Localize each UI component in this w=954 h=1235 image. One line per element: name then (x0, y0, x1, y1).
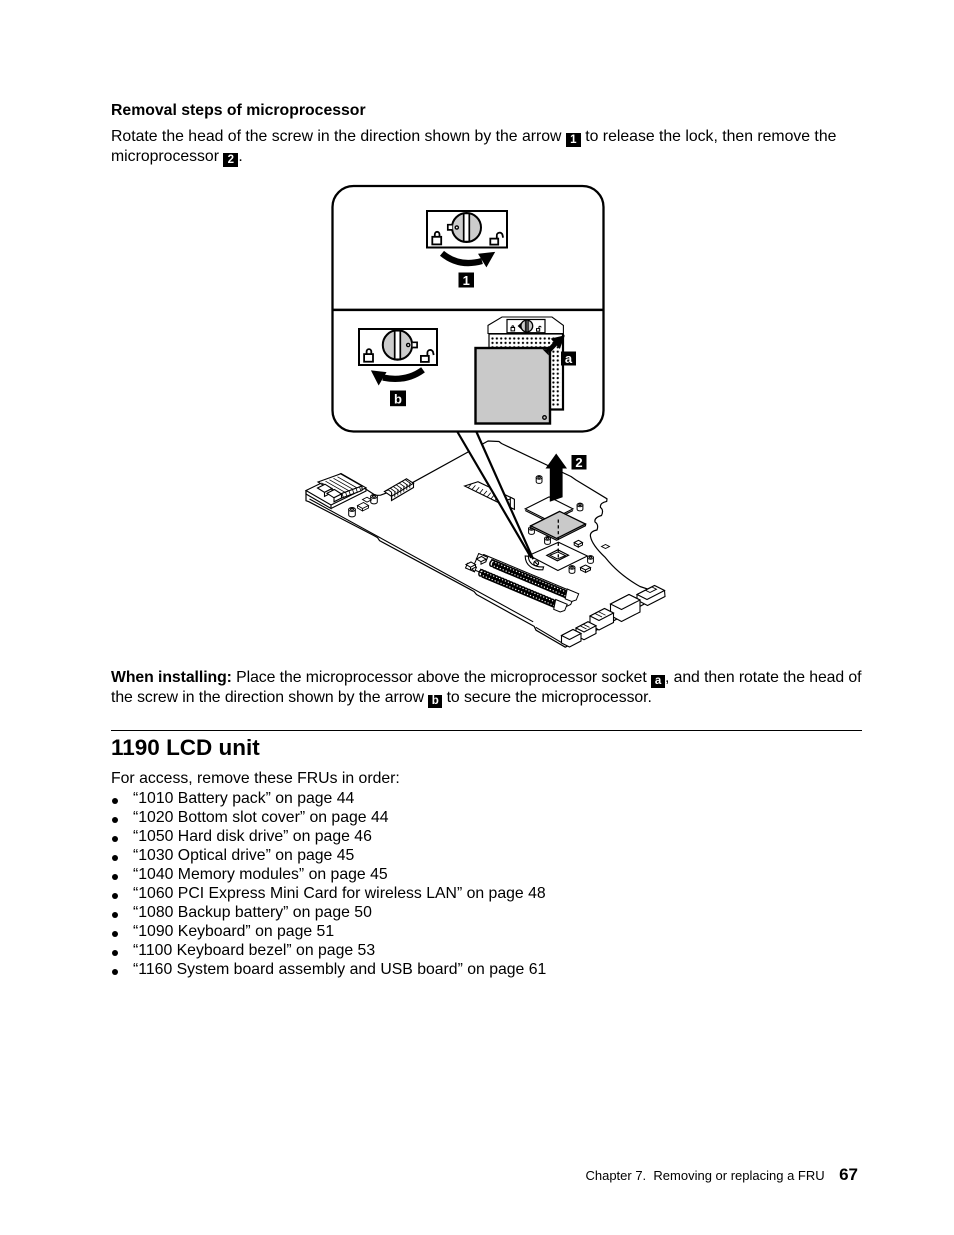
svg-text:a: a (565, 351, 573, 366)
svg-text:b: b (394, 391, 402, 406)
svg-text:1: 1 (463, 273, 470, 288)
svg-text:2: 2 (575, 455, 582, 470)
